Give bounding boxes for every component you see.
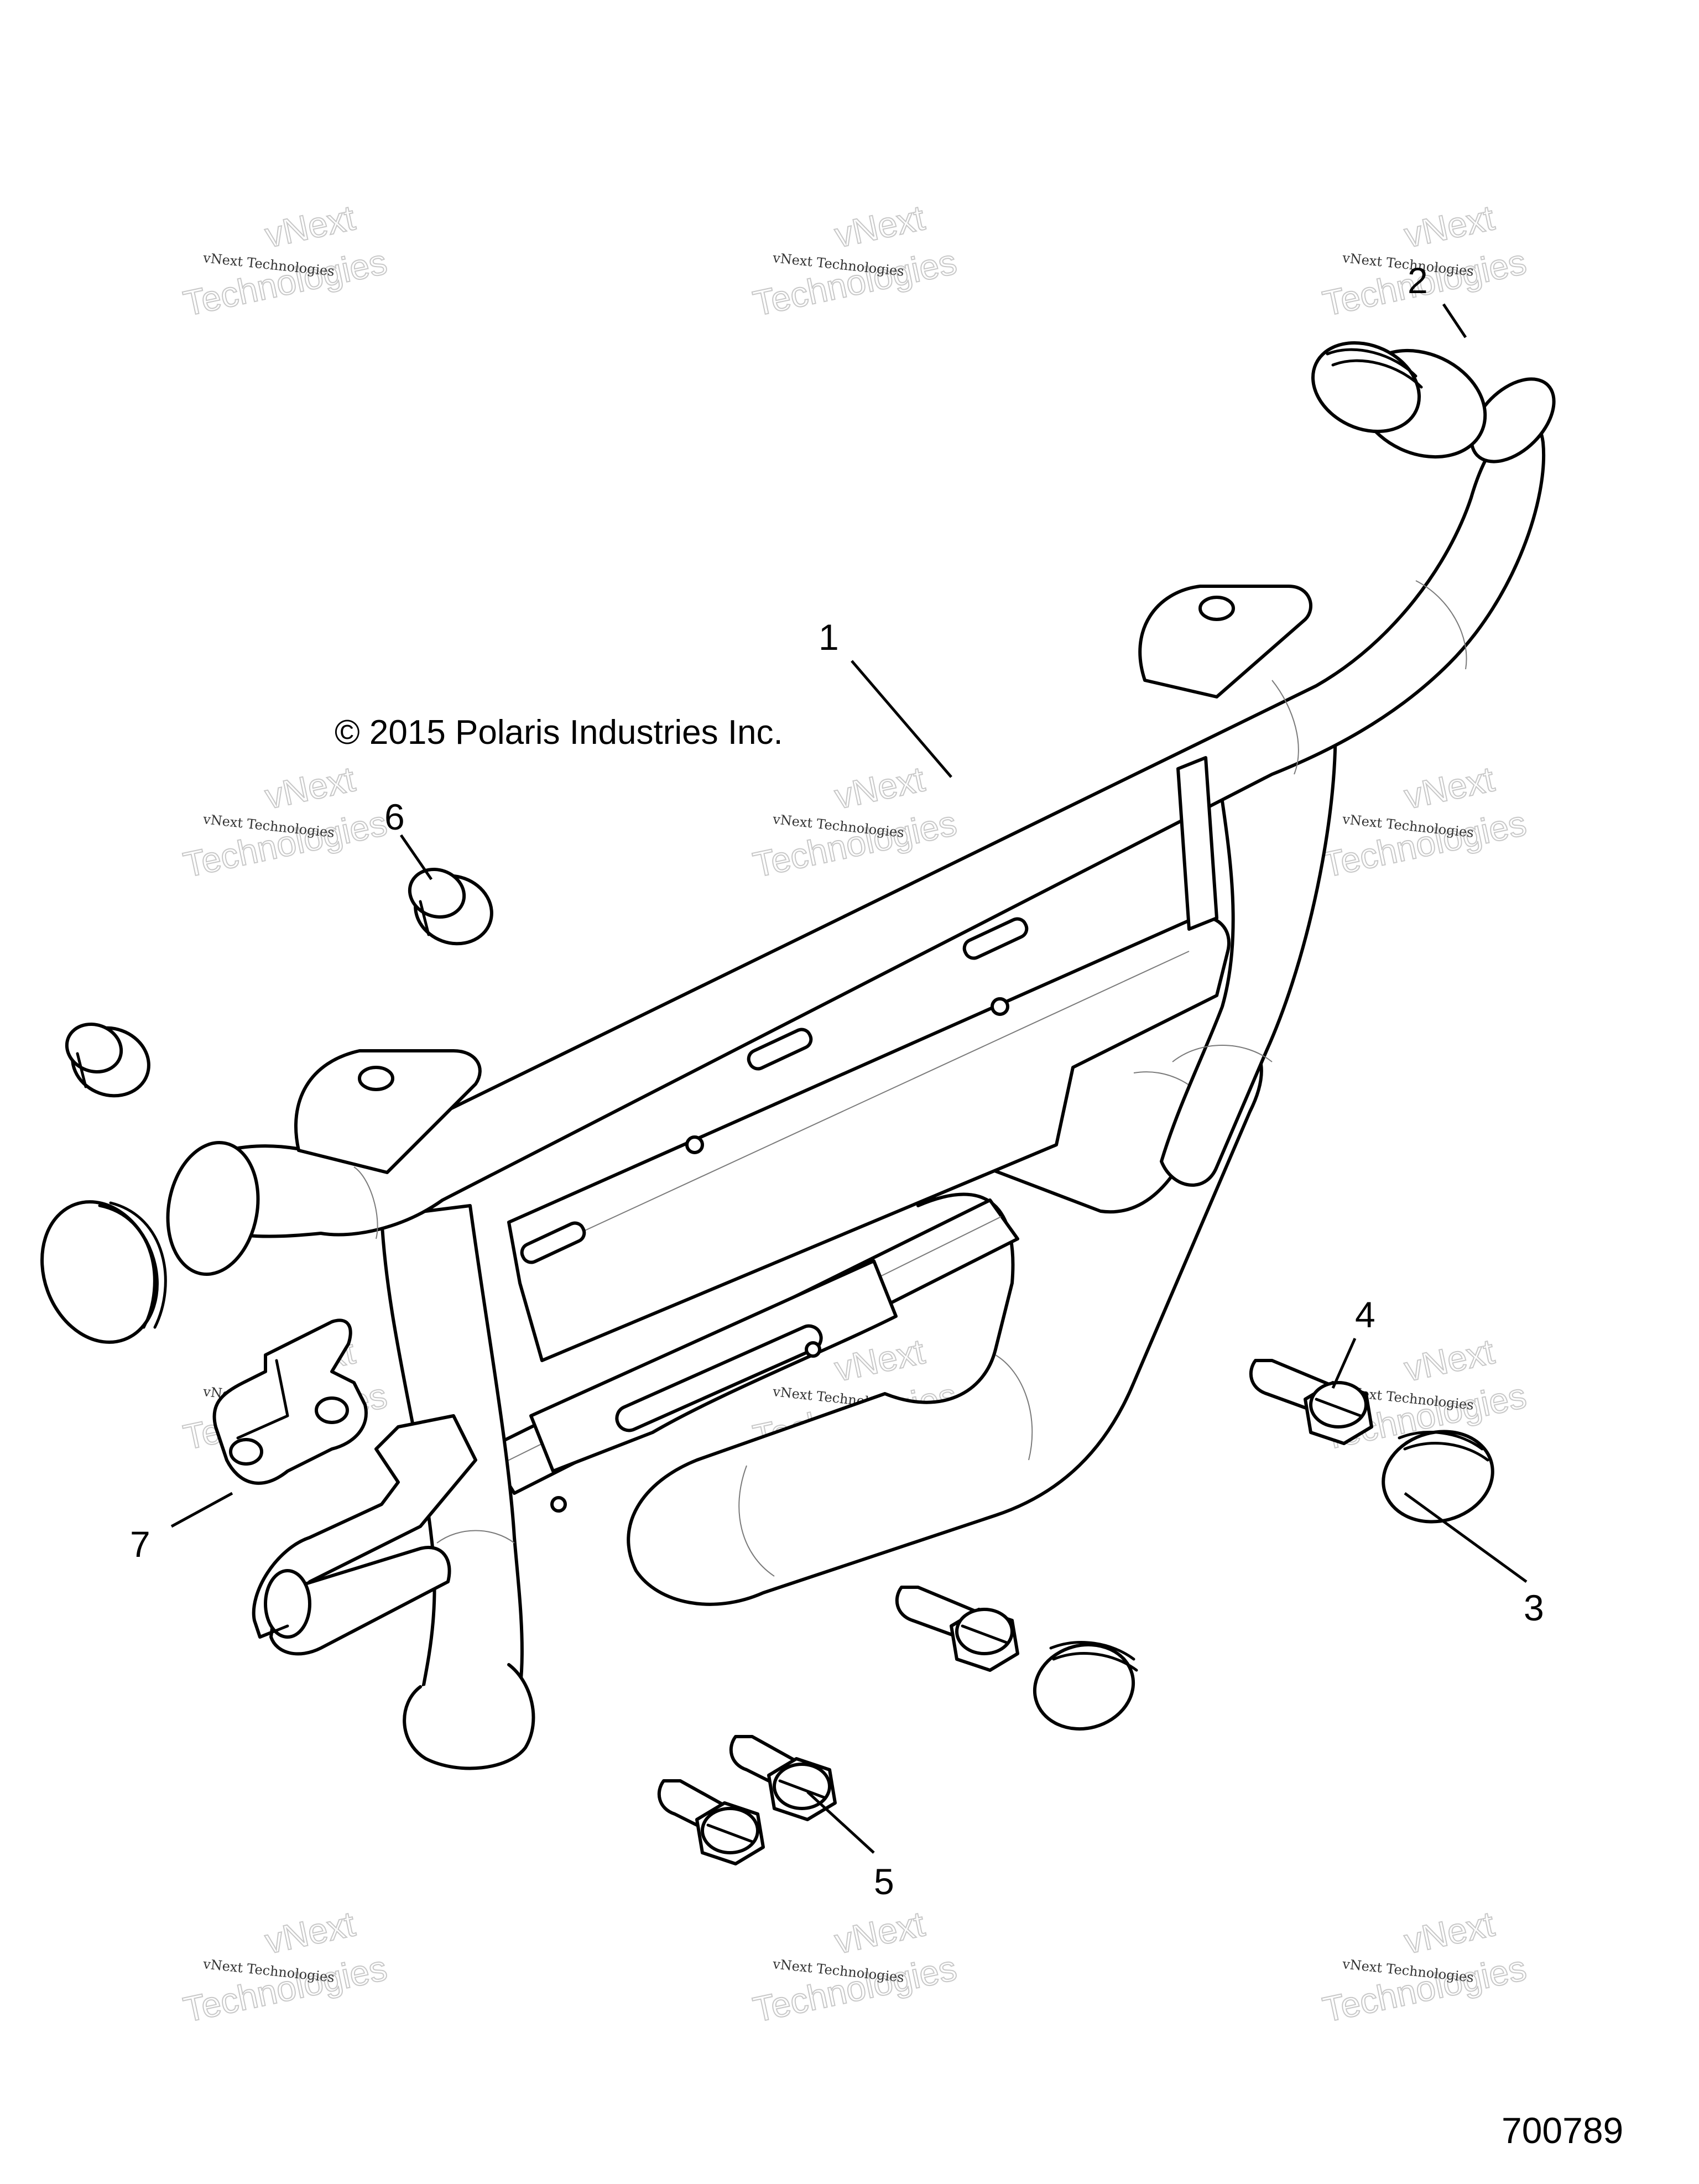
end-cap-2 [1311,341,1487,459]
bolts-5 [657,1735,837,1865]
callout-7: 7 [130,1524,150,1565]
svg-text:vNext: vNext [262,197,358,255]
cap-center [1033,1641,1138,1731]
svg-text:vNext: vNext [262,759,358,816]
callout-6: 6 [384,796,405,837]
watermark: vNext Technologies vNext Technologies [749,758,960,885]
watermark: vNext Technologies vNext Technologies [1318,1903,1530,2030]
callout-5: 5 [874,1861,894,1902]
watermark: vNext Technologies vNext Technologies [749,1903,960,2030]
end-cap-left [40,1200,167,1344]
svg-text:vNext: vNext [1401,1331,1498,1389]
mount-tab-right [1138,585,1312,699]
right-leg-tube [1160,695,1337,1187]
bracket-7 [212,1318,368,1485]
svg-text:vNext: vNext [831,759,928,816]
plug-left [65,1022,150,1098]
callout-labels: 1 2 3 4 5 6 7 [130,260,1544,1902]
center-support-tube [1176,756,1218,931]
tube-end-right [1469,377,1556,463]
drawing-number: 700789 [1502,2110,1623,2151]
mount-tab-left [294,1049,482,1174]
callout-3: 3 [1524,1587,1544,1628]
callout-4: 4 [1355,1294,1375,1335]
svg-text:vNext: vNext [831,197,928,255]
svg-text:vNext: vNext [1401,1904,1498,1961]
bolt-center [895,1586,1019,1672]
watermark: vNext Technologies vNext Technologies [179,758,390,885]
bumper-frame [166,377,1556,1770]
watermark: vNext Technologies vNext Technologies [749,197,960,324]
bolt-4 [1249,1359,1373,1445]
winch-slot [962,917,1029,960]
watermark: vNext Technologies vNext Technologies [179,1903,390,2030]
callout-2: 2 [1408,260,1428,301]
plug-6 [408,867,493,946]
winch-slot [747,1028,813,1071]
winch-slot [520,1221,586,1264]
leader-lines [170,303,1528,1854]
svg-text:vNext: vNext [262,1904,358,1961]
callout-1: 1 [819,617,839,658]
watermark: vNext Technologies vNext Technologies [1318,758,1530,885]
svg-text:vNext: vNext [1401,759,1498,816]
copyright-notice: © 2015 Polaris Industries Inc. [335,713,783,752]
svg-text:vNext: vNext [1401,197,1498,255]
fairlead-slot [615,1324,823,1432]
watermark: vNext Technologies vNext Technologies [179,197,390,324]
tow-tube [269,1546,451,1656]
tube-end-left [166,1141,260,1276]
left-leg-foot [403,1663,535,1770]
svg-text:vNext: vNext [831,1904,928,1961]
